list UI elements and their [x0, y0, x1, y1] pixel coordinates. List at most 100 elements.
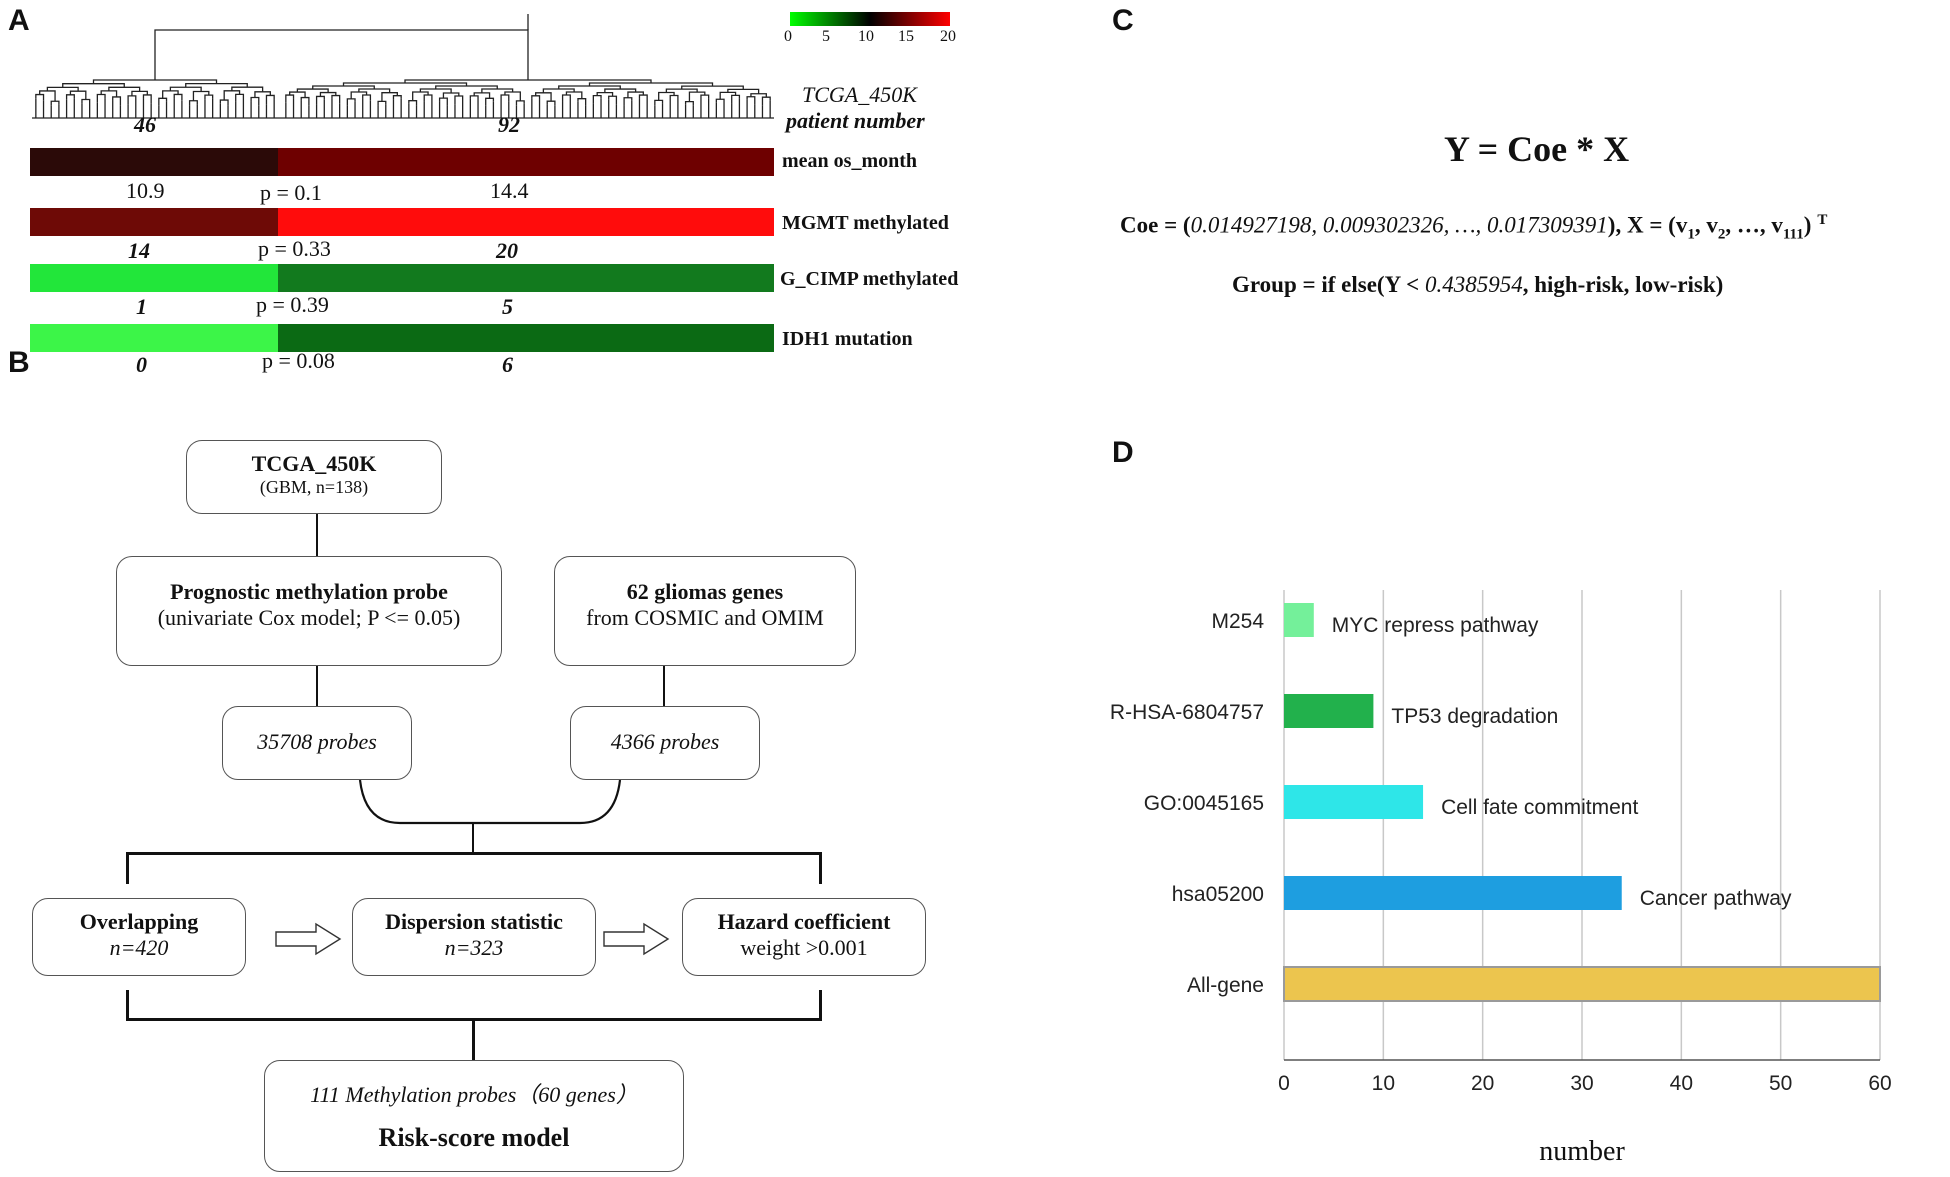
tcga-title: TCGA_450K [251, 451, 377, 476]
colorbar-tick: 5 [822, 28, 830, 45]
dataset-label: TCGA_450K [802, 82, 917, 107]
os-month-p-value: p = 0.1 [260, 180, 322, 205]
prognostic-box: Prognostic methylation probe (univariate… [116, 556, 502, 666]
os-month-left-value: 10.9 [126, 178, 165, 203]
risk-score-box: 111 Methylation probes（60 genes） Risk-sc… [264, 1060, 684, 1172]
colorbar-tick: 15 [898, 28, 914, 45]
mgmt-left-value: 14 [128, 238, 150, 263]
os-month-bar-left [30, 148, 278, 176]
hazard-title: Hazard coefficient [717, 909, 891, 934]
gcimp-bar-left [30, 264, 278, 292]
bar-label: Cell fate commitment [1441, 796, 1638, 819]
os-month-right-value: 14.4 [490, 178, 529, 203]
x-axis-title: number [1539, 1136, 1625, 1167]
cluster-count-right: 92 [498, 112, 520, 137]
gcimp-p-value: p = 0.39 [256, 292, 329, 317]
bar-label: MYC repress pathway [1332, 614, 1539, 637]
row-label-mgmt: MGMT methylated [782, 212, 949, 234]
x-sep-2: , …, v [1725, 212, 1783, 238]
connector [819, 990, 822, 1020]
bar [1283, 966, 1881, 1002]
overlapping-box: Overlapping n=420 [32, 898, 246, 976]
risk-score-sub: 111 Methylation probes（60 genes） [310, 1082, 638, 1107]
x-sub-3: 111 [1782, 226, 1804, 243]
coe-suffix: ), X = (v [1607, 212, 1688, 238]
tcga-sub: (GBM, n=138) [259, 477, 369, 497]
colorbar [790, 12, 950, 26]
arrow-right-icon [603, 922, 670, 956]
probes-left-count: 35708 probes [257, 729, 377, 754]
split-bar [126, 852, 822, 855]
idh1-bar-left [30, 324, 278, 352]
connector [472, 1018, 475, 1060]
x-close: ) [1803, 212, 1812, 238]
coe-values: 0.014927198, 0.009302326, …, 0.017309391 [1190, 212, 1608, 238]
colorbar-tick: 0 [784, 28, 792, 45]
dispersion-box: Dispersion statistic n=323 [352, 898, 596, 976]
bar-label: Cancer pathway [1640, 887, 1792, 910]
bar-label: TP53 degradation [1391, 705, 1558, 728]
x-tick-label: 20 [1471, 1072, 1494, 1095]
overlapping-title: Overlapping [79, 909, 199, 934]
prognostic-sub: (univariate Cox model; P <= 0.05) [157, 605, 461, 630]
x-sub-1: 1 [1687, 226, 1695, 243]
connector [126, 852, 129, 884]
os-month-bar-right [278, 148, 774, 176]
bar [1284, 876, 1622, 910]
model-equation: Y = Coe * X [1444, 129, 1630, 169]
dispersion-title: Dispersion statistic [385, 909, 563, 934]
gcimp-bar-right [278, 264, 774, 292]
hazard-sub: weight >0.001 [740, 935, 868, 960]
tcga-box: TCGA_450K (GBM, n=138) [186, 440, 442, 514]
colorbar-tick: 10 [858, 28, 874, 45]
gcimp-left-value: 1 [136, 294, 147, 319]
group-suffix: , high-risk, low-risk) [1522, 272, 1724, 297]
merge-bracket [358, 779, 622, 825]
category-label: All-gene [1187, 974, 1264, 997]
x-tick-label: 0 [1278, 1072, 1290, 1095]
dendrogram [32, 14, 774, 119]
gcimp-right-value: 5 [502, 294, 513, 319]
coe-prefix: Coe = ( [1120, 212, 1191, 238]
panel-c-letter: C [1112, 4, 1134, 37]
probes-right-count: 4366 probes [610, 729, 720, 754]
probes-right-box: 4366 probes [570, 706, 760, 780]
group-formula: Group = if else(Y < 0.4385954, high-risk… [1232, 272, 1723, 298]
glioma-genes-sub: from COSMIC and OMIM [586, 605, 824, 630]
connector [316, 512, 318, 557]
group-prefix: Group = if else(Y < [1232, 272, 1425, 297]
mgmt-right-value: 20 [496, 238, 518, 263]
x-tick-label: 10 [1372, 1072, 1395, 1095]
connector [316, 666, 318, 706]
connector [663, 666, 665, 706]
cluster-count-left: 46 [134, 112, 156, 137]
hazard-box: Hazard coefficient weight >0.001 [682, 898, 926, 976]
probes-left-box: 35708 probes [222, 706, 412, 780]
arrow-right-icon [275, 922, 342, 956]
patient-number-label: patient number [786, 108, 925, 133]
mgmt-bar-right [278, 208, 774, 236]
prognostic-title: Prognostic methylation probe [170, 579, 448, 604]
panel-a-letter: A [8, 4, 30, 37]
risk-score-title: Risk-score model [378, 1123, 570, 1152]
category-label: hsa05200 [1172, 883, 1264, 906]
x-tick-label: 50 [1769, 1072, 1792, 1095]
bar [1284, 694, 1374, 728]
dispersion-sub: n=323 [444, 935, 504, 960]
idh1-right-value: 6 [502, 352, 513, 377]
overlapping-sub: n=420 [109, 935, 169, 960]
connector [126, 990, 129, 1020]
panel-d-letter: D [1112, 436, 1134, 469]
x-sep-1: , v [1694, 212, 1718, 238]
coefficient-formula: Coe = (0.014927198, 0.009302326, …, 0.01… [1120, 212, 1827, 243]
row-label-os-month: mean os_month [782, 150, 918, 172]
glioma-genes-title: 62 gliomas genes [626, 579, 784, 604]
colorbar-tick: 20 [940, 28, 956, 45]
x-tick-label: 40 [1670, 1072, 1693, 1095]
x-sup: T [1817, 212, 1828, 228]
x-sub-2: 2 [1717, 226, 1726, 243]
mgmt-bar-left [30, 208, 278, 236]
connector [819, 852, 822, 884]
bar [1284, 603, 1314, 637]
